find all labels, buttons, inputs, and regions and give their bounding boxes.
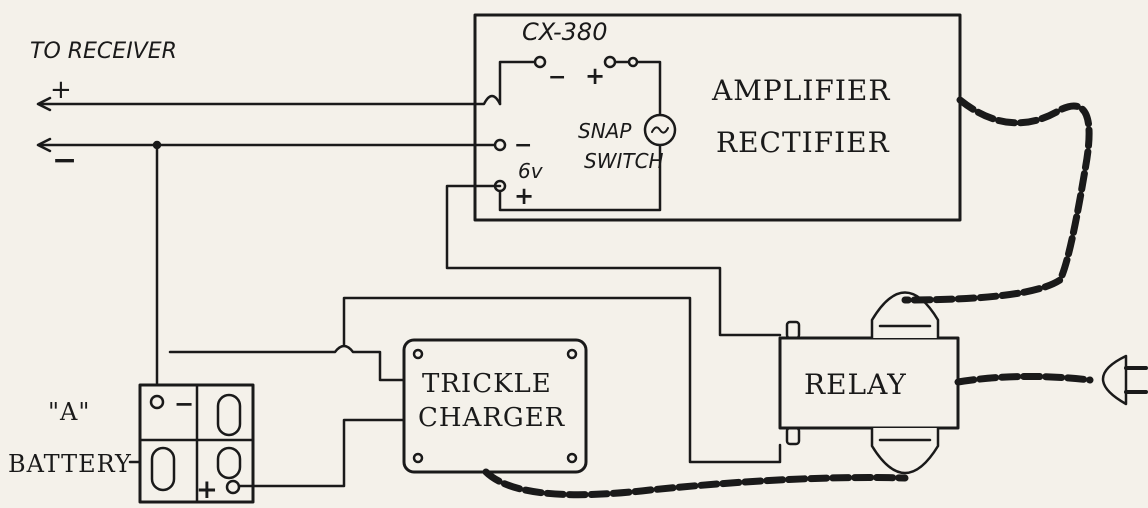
terminal-6v-minus	[493, 138, 507, 152]
battery-to-charger-top	[168, 344, 406, 382]
twisted-cable-amp-to-relay	[901, 96, 1093, 304]
receiver-minus-sign: −	[52, 143, 77, 178]
battery-minus-sign: −	[174, 389, 194, 418]
battery-label: BATTERY	[8, 450, 132, 478]
battery-plus-to-charger	[238, 418, 406, 488]
a-battery	[128, 383, 255, 504]
terminal-tube-right	[627, 56, 639, 68]
amplifier-label: AMPLIFIER	[711, 74, 890, 107]
switch-label: SWITCH	[584, 149, 664, 173]
receiver-plus-sign: +	[50, 75, 72, 105]
power-plug	[1101, 354, 1128, 406]
terminal-tube-minus	[533, 55, 547, 69]
receiver-minus-lead	[36, 137, 499, 153]
amplifier-rectifier-box	[473, 13, 962, 222]
trickle-label: TRICKLE	[422, 369, 552, 399]
charger-label: CHARGER	[418, 403, 566, 433]
receiver-plus-lead	[36, 94, 502, 112]
relay-label: RELAY	[804, 368, 907, 401]
six-v-label: 6v	[518, 159, 544, 183]
six-v-minus-sign: −	[514, 132, 532, 158]
snap-switch-lower-wire	[498, 143, 662, 212]
battery-a-label: "A"	[48, 398, 90, 426]
six-v-plus-sign: +	[514, 181, 534, 210]
to-receiver-label: TO RECEIVER	[30, 39, 177, 64]
tube-label: CX-380	[522, 18, 607, 46]
relay-bottom-bushing	[870, 426, 940, 475]
twisted-cable-relay-to-plug	[954, 372, 1094, 386]
rectifier-label: RECTIFIER	[716, 126, 890, 159]
tube-minus-sign: −	[548, 64, 566, 90]
trickle-charger-box	[402, 338, 588, 474]
twisted-cable-charger-to-relay	[482, 468, 909, 499]
snap-label: SNAP	[578, 119, 632, 143]
tube-plus-sign: +	[585, 61, 605, 90]
tube-loop-wire	[498, 60, 662, 117]
battery-plus-sign: +	[196, 475, 218, 504]
charger-to-relay-wire	[342, 296, 782, 464]
relay-feed-wire	[445, 184, 782, 337]
terminal-tube-plus	[603, 55, 617, 69]
